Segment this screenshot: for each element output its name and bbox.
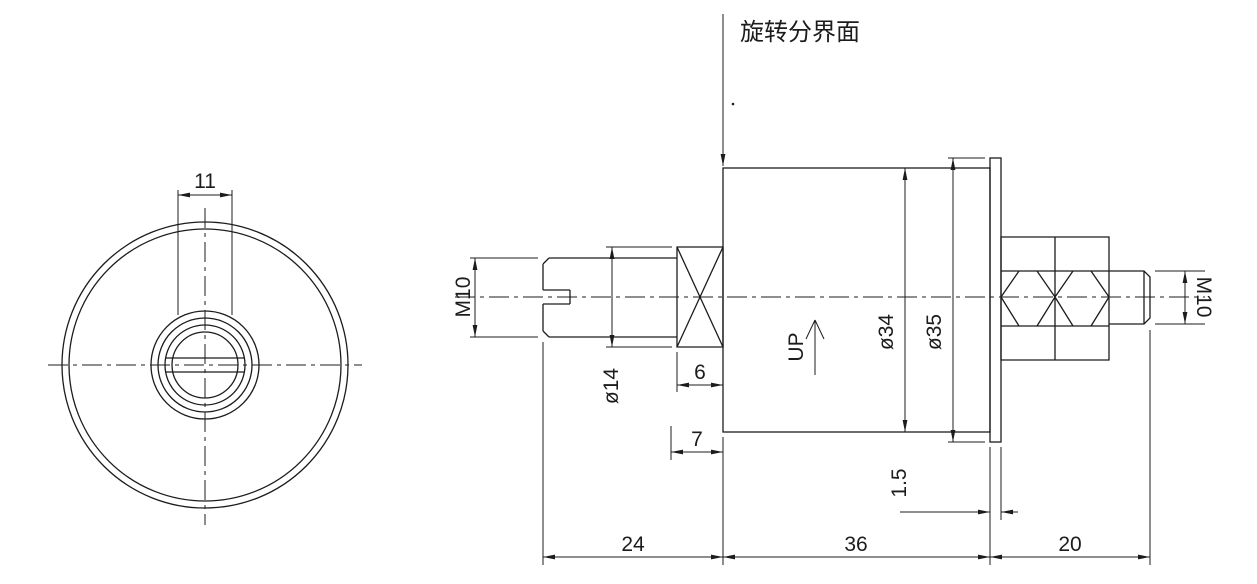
dim-7-text: 7 [691,428,703,451]
front-view-centerlines [48,208,362,525]
dim-dia35-extension-lines [948,157,985,443]
outer-circle [61,221,349,509]
up-arrow-icon [805,319,825,375]
dim-dia34-text: ø34 [875,314,898,351]
dim-11-extension-lines [177,190,233,315]
leader-period-mark [731,102,735,106]
dim-m10-left: M10 [452,257,538,338]
front-view: 11 [48,170,362,525]
screw-slot-lines [166,357,244,373]
hub-inner-circle [157,317,253,413]
screw-chamfer-circle [171,331,239,399]
dim-11-text: 11 [194,170,216,193]
dim-dia35-text: ø35 [923,314,946,350]
dim-dia34: ø34 [875,168,908,432]
dim-m10-left-text: M10 [452,277,475,318]
dim-dia35: ø35 [923,157,985,443]
right-stud-outline [1109,270,1151,325]
dim-dia14-text: ø14 [600,368,623,405]
boss-cross-section [676,246,724,348]
outer-rim-circle [68,228,342,502]
up-label: UP [785,332,808,361]
dim-m10-right-text: M10 [1192,277,1215,318]
dim-lengths-bottom: 24 36 20 [542,330,1151,565]
rotation-interface-annotation: 旋转分界面 [720,14,860,166]
rotation-interface-label: 旋转分界面 [740,19,860,46]
dim-36-text: 36 [844,533,867,556]
dim-6: 6 [676,352,723,392]
dim-m10-left-extension-lines [470,257,538,338]
dim-dia14-extension-lines [606,246,672,348]
dim-1-5-text: 1.5 [888,468,911,497]
bottom-extension-lines [542,330,1151,565]
flange-outline [989,157,1002,443]
side-view: 旋转分界面 UP M10 ø14 6 7 [452,14,1215,565]
hex-nuts-outline [1000,236,1110,361]
dim-m10-right: M10 [1155,270,1215,325]
dim-20-text: 20 [1058,533,1081,556]
dim-11: 11 [177,170,233,315]
up-orientation-marker: UP [785,319,825,375]
screw-head-circle [164,324,246,406]
dim-1-5: 1.5 [888,447,1018,520]
body-outline [722,167,991,433]
dim-6-text: 6 [694,361,706,384]
dim-dia14: ø14 [600,246,672,405]
hub-circle [150,310,260,420]
dim-m10-right-extension-lines [1155,270,1205,325]
dim-24-text: 24 [621,533,645,556]
dim-7: 7 [670,426,723,460]
